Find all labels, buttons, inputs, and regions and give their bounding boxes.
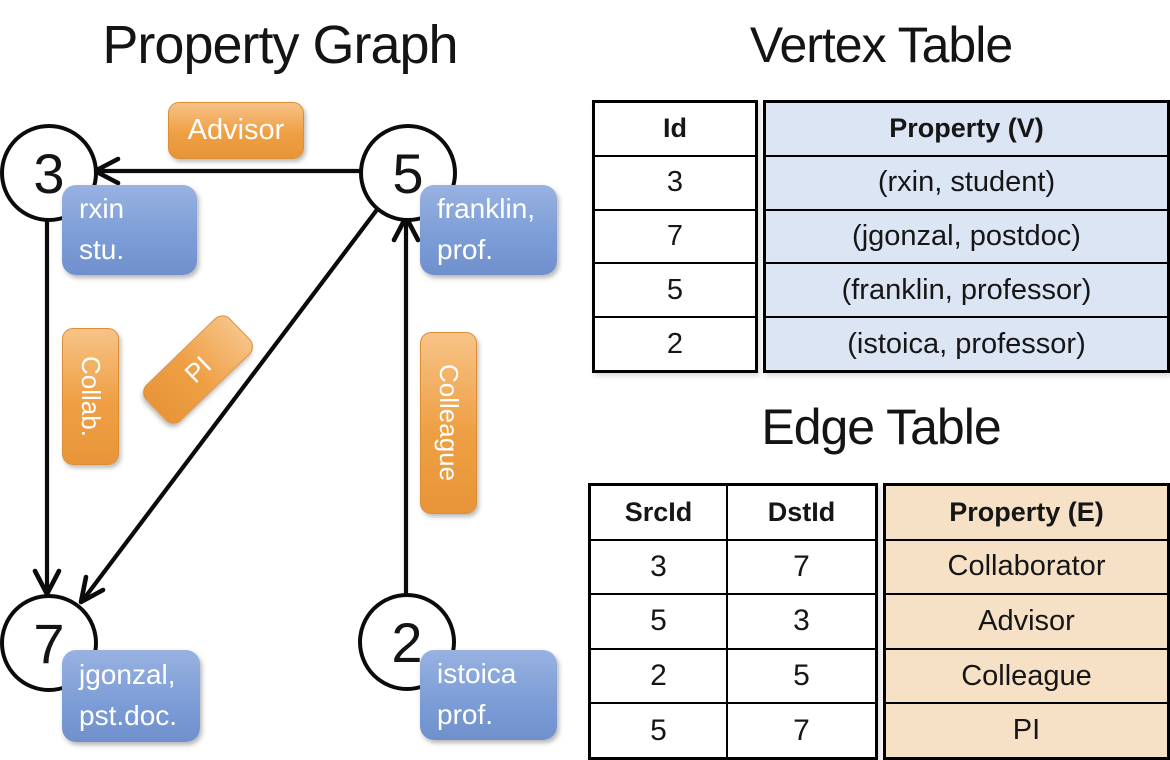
vertex-table-header-property: Property (V) bbox=[766, 103, 1167, 155]
edge-label-advisor: Advisor bbox=[168, 102, 304, 159]
node-id: 2 bbox=[391, 610, 423, 674]
edge-table-header-property: Property (E) bbox=[886, 486, 1167, 539]
edge-table-property-column: Property (E) Collaborator Advisor Collea… bbox=[883, 483, 1170, 760]
edge-table-header-srcid: SrcId bbox=[624, 496, 693, 527]
table-cell: 5 bbox=[591, 593, 726, 648]
table-cell: Advisor bbox=[886, 593, 1167, 648]
table-cell: (jgonzal, postdoc) bbox=[766, 208, 1167, 263]
table-cell: 3 bbox=[595, 154, 755, 209]
vertex-label-rxin: rxin stu. bbox=[62, 185, 197, 275]
property-graph-title: Property Graph bbox=[102, 15, 458, 75]
node-id: 5 bbox=[392, 141, 424, 205]
edge-label-collab: Collab. bbox=[62, 328, 119, 465]
node-id: 7 bbox=[33, 611, 65, 675]
vertex-label-jgonzal: jgonzal, pst.doc. bbox=[62, 650, 200, 742]
vertex-table-title: Vertex Table bbox=[749, 17, 1013, 73]
table-cell: 7 bbox=[595, 208, 755, 263]
table-cell: 3 bbox=[591, 538, 726, 594]
node-id: 3 bbox=[33, 141, 65, 205]
edge-5-7-line bbox=[80, 204, 382, 603]
vertex-table-property-column: Property (V) (rxin, student) (jgonzal, p… bbox=[763, 100, 1170, 373]
table-cell: 7 bbox=[728, 538, 875, 594]
table-cell: (franklin, professor) bbox=[766, 262, 1167, 317]
table-cell: 5 bbox=[595, 262, 755, 316]
edge-table-id-columns: SrcId 3 5 2 5 DstId 7 3 5 7 bbox=[588, 483, 878, 760]
table-cell: 5 bbox=[728, 647, 875, 703]
table-cell: Collaborator bbox=[886, 538, 1167, 594]
vertex-label-franklin: franklin, prof. bbox=[420, 185, 557, 275]
edge-table-header-dstid: DstId bbox=[767, 496, 836, 527]
table-cell: 5 bbox=[591, 702, 726, 757]
graph-node-2: 2 bbox=[358, 593, 456, 691]
edge-5-7-arrowhead bbox=[78, 574, 106, 605]
table-cell: 7 bbox=[728, 702, 875, 757]
vertex-table-id-column: Id 3 7 5 2 bbox=[592, 100, 758, 373]
edge-table-dstid-column: DstId 7 3 5 7 bbox=[728, 486, 875, 757]
table-cell: Colleague bbox=[886, 647, 1167, 703]
table-cell: PI bbox=[886, 702, 1167, 757]
table-cell: (rxin, student) bbox=[766, 154, 1167, 209]
graph-edges bbox=[32, 156, 421, 605]
table-cell: 2 bbox=[591, 647, 726, 703]
edge-table-title: Edge Table bbox=[761, 399, 1001, 455]
vertex-table-header-id: Id bbox=[663, 113, 687, 144]
table-cell: (istoica, professor) bbox=[766, 316, 1167, 370]
edge-label-colleague: Colleague bbox=[420, 332, 477, 514]
table-cell: 3 bbox=[728, 593, 875, 648]
vertex-label-istoica: istoica prof. bbox=[420, 650, 557, 740]
edge-table-srcid-column: SrcId 3 5 2 5 bbox=[591, 486, 728, 757]
table-cell: 2 bbox=[595, 316, 755, 370]
